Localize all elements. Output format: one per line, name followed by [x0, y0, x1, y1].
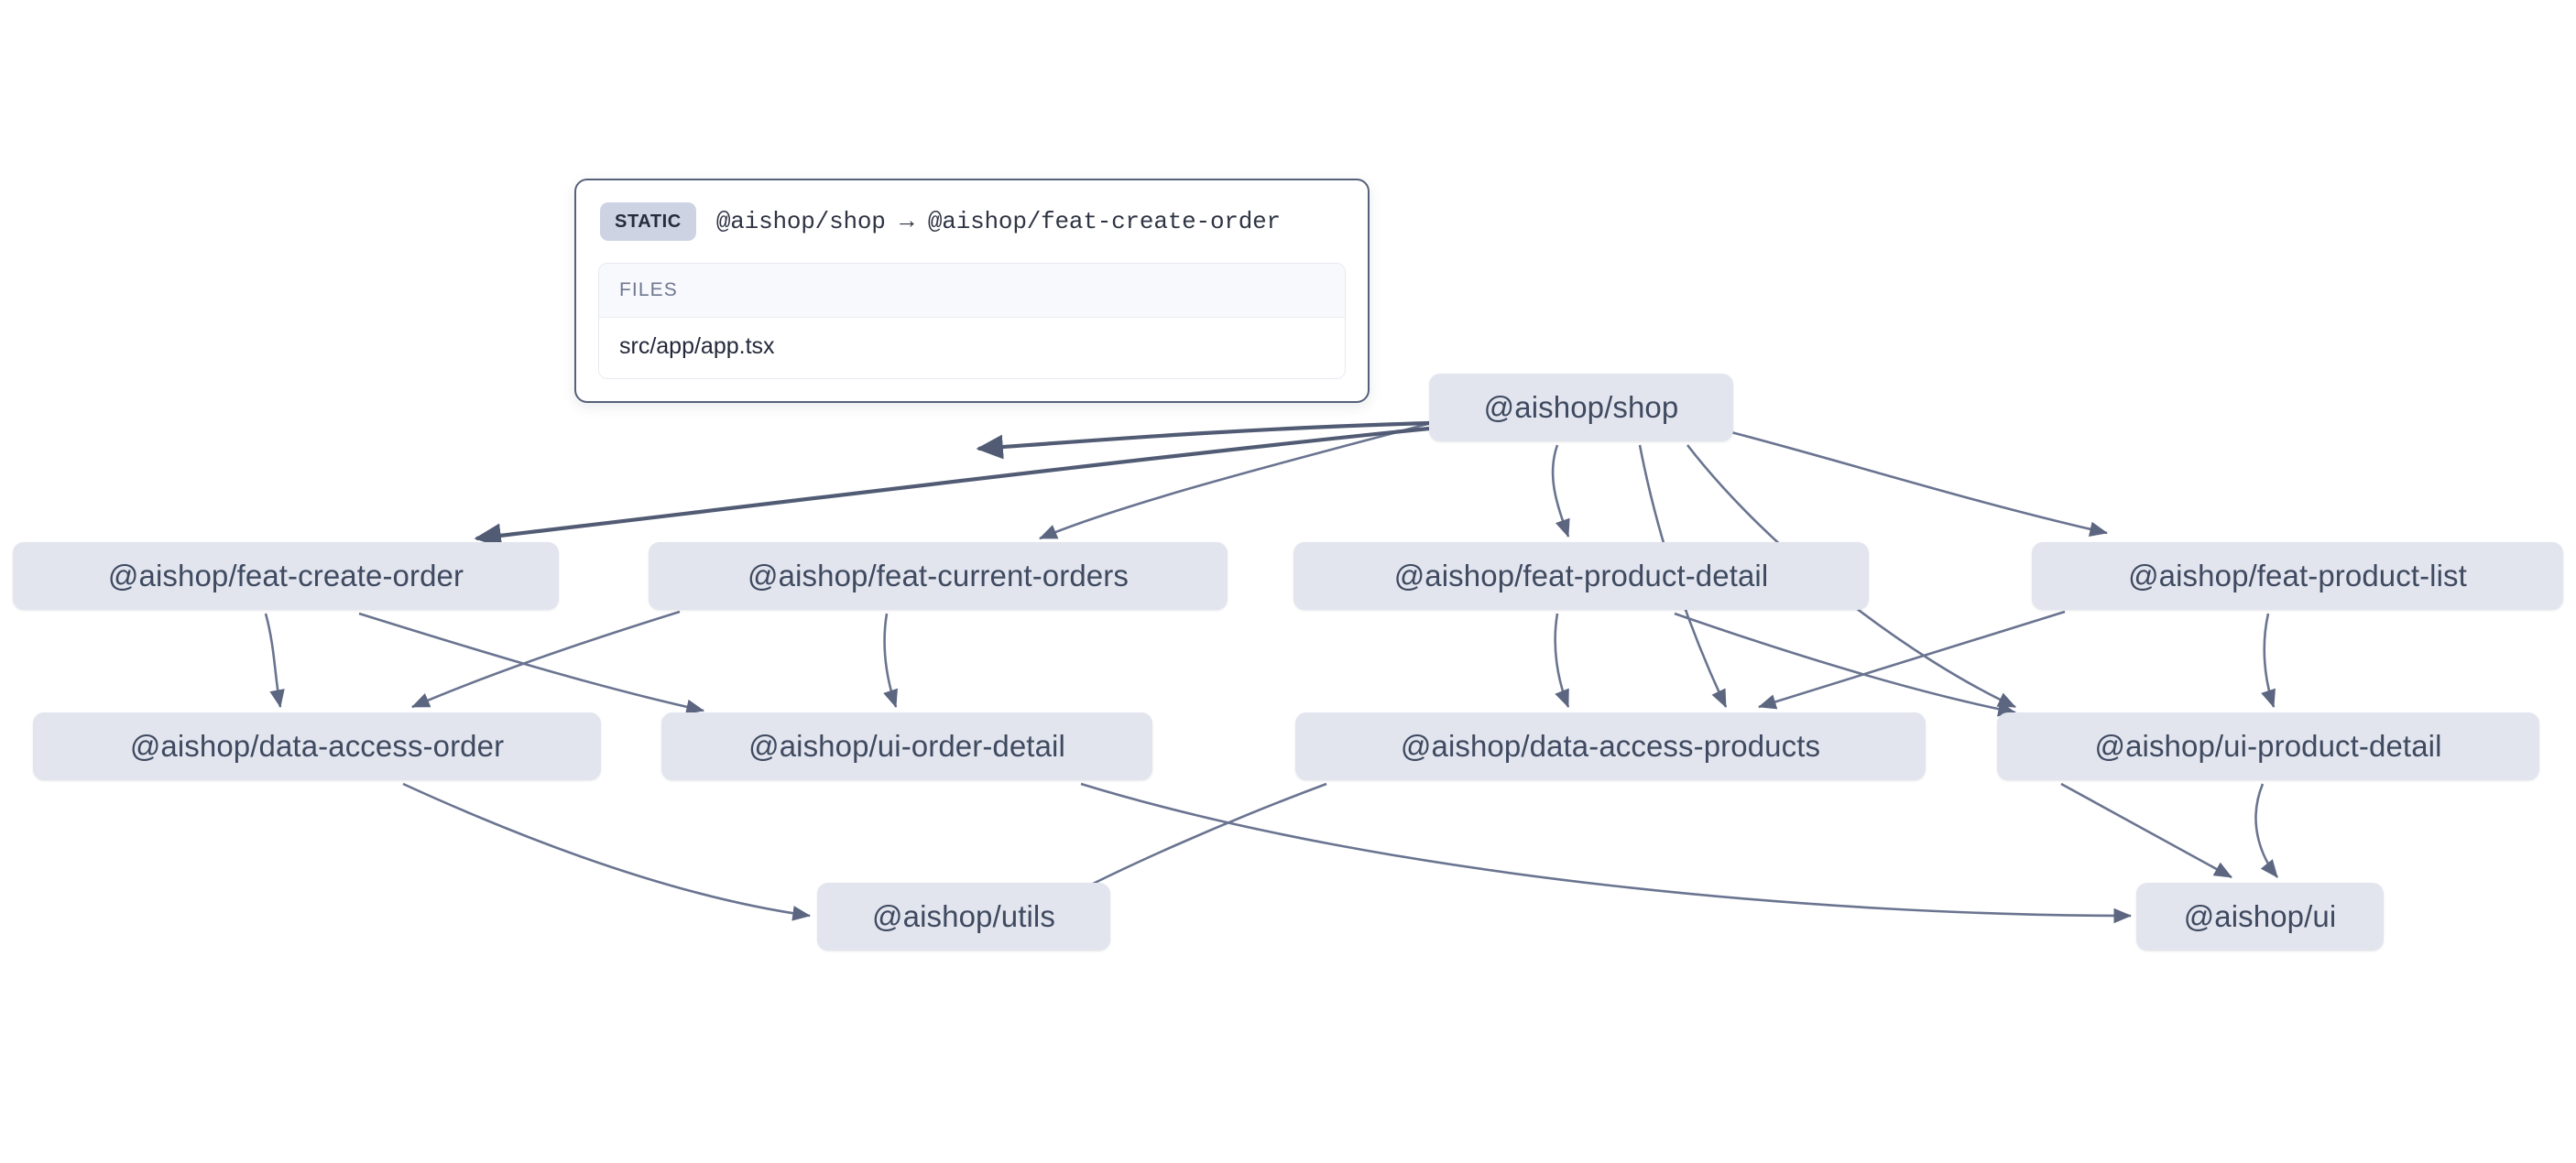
- file-list-item[interactable]: src/app/app.tsx: [599, 318, 1345, 378]
- node-label: @aishop/data-access-products: [1400, 729, 1821, 763]
- edge-ui-product-detail-to-ui: [2060, 782, 2232, 879]
- edge-detail-tooltip[interactable]: STATIC @aishop/shop → @aishop/feat-creat…: [574, 179, 1370, 403]
- edge-data-access-products-to-utils: [1062, 782, 1327, 901]
- edge-feat-current-orders-to-ui-order-detail: [883, 613, 898, 708]
- edge-shop-to-feat-current-orders: [1039, 421, 1432, 540]
- edge-feat-current-orders-to-data-access-order: [411, 610, 681, 709]
- node-label: @aishop/feat-product-list: [2128, 559, 2467, 592]
- node-label: @aishop/utils: [872, 899, 1055, 933]
- node-label: @aishop/feat-current-orders: [748, 559, 1129, 592]
- files-panel: FILES src/app/app.tsx: [598, 263, 1346, 379]
- dependency-path-label: @aishop/shop → @aishop/feat-create-order: [715, 208, 1281, 235]
- graph-node-feat-current-orders[interactable]: @aishop/feat-current-orders: [649, 542, 1228, 610]
- edge-feat-product-detail-to-data-access-products: [1554, 613, 1570, 708]
- node-label: @aishop/ui-order-detail: [748, 729, 1065, 763]
- graph-node-feat-product-list[interactable]: @aishop/feat-product-list: [2032, 542, 2563, 610]
- edge-shop-to-feat-product-detail: [1551, 444, 1570, 538]
- edge-data-access-order-to-utils: [402, 782, 812, 921]
- graph-node-utils[interactable]: @aishop/utils: [817, 883, 1110, 951]
- edge-shop-to-feat-create-order-highlighted: [474, 426, 1430, 549]
- tooltip-header: STATIC @aishop/shop → @aishop/feat-creat…: [598, 201, 1346, 241]
- graph-node-data-access-products[interactable]: @aishop/data-access-products: [1295, 712, 1926, 780]
- node-label: @aishop/ui: [2183, 899, 2337, 933]
- graph-node-feat-create-order[interactable]: @aishop/feat-create-order: [13, 542, 559, 610]
- graph-node-data-access-order[interactable]: @aishop/data-access-order: [33, 712, 601, 780]
- node-label: @aishop/feat-product-detail: [1393, 559, 1769, 592]
- edge-feat-create-order-to-ui-order-detail: [358, 612, 705, 715]
- edge-feat-product-list-to-ui-product-detail: [2261, 613, 2276, 708]
- graph-node-feat-product-detail[interactable]: @aishop/feat-product-detail: [1293, 542, 1869, 610]
- edge-shop-to-feat-product-list: [1723, 429, 2109, 537]
- edge-feat-product-detail-to-ui-product-detail: [1674, 612, 2017, 717]
- node-label: @aishop/shop: [1483, 390, 1679, 424]
- edge-shop-to-feat-create-order-arrow-stub: [976, 420, 1432, 460]
- graph-node-shop[interactable]: @aishop/shop: [1429, 374, 1733, 441]
- edge-feat-product-list-to-data-access-products: [1758, 610, 2066, 710]
- node-label: @aishop/feat-create-order: [107, 559, 464, 592]
- graph-node-ui[interactable]: @aishop/ui: [2136, 883, 2384, 951]
- graph-node-ui-product-detail[interactable]: @aishop/ui-product-detail: [1997, 712, 2539, 780]
- graph-node-ui-order-detail[interactable]: @aishop/ui-order-detail: [661, 712, 1152, 780]
- dependency-type-badge: STATIC: [600, 202, 696, 241]
- edge-feat-create-order-to-data-access-order: [264, 613, 285, 709]
- edge-ui-product-detail-to-ui-alt: [2254, 783, 2279, 878]
- edge-ui-order-detail-to-ui: [1080, 782, 2133, 924]
- node-label: @aishop/ui-product-detail: [2094, 729, 2442, 763]
- files-panel-header: FILES: [599, 264, 1345, 318]
- node-label: @aishop/data-access-order: [129, 729, 505, 763]
